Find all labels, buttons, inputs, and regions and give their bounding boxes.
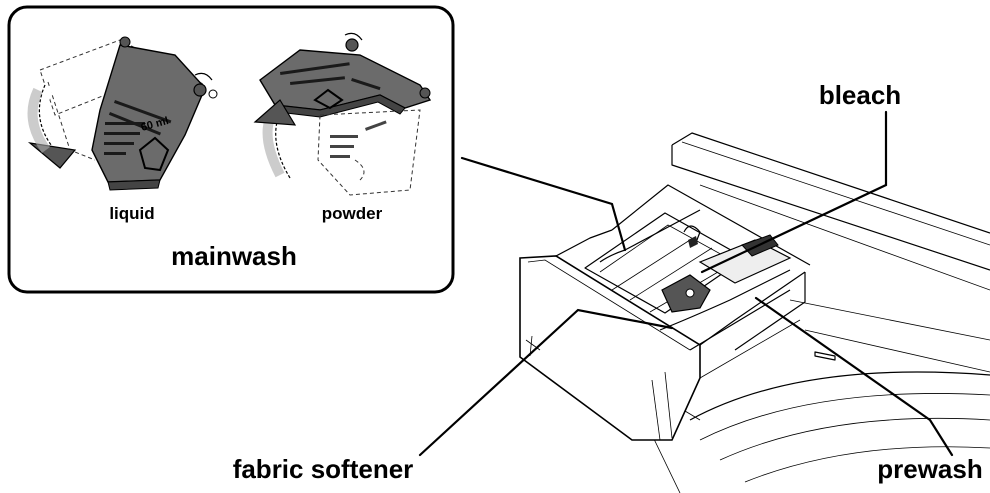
drawer-front (519, 255, 701, 441)
leader-lines (418, 110, 954, 457)
mainwash-inset-panel: 60 ml (7, 5, 455, 294)
fabric-softener-label: fabric softener (233, 454, 414, 484)
liquid-flap-illustration: 60 ml (27, 36, 218, 191)
prewash-label: prewash (877, 454, 983, 484)
bleach-label: bleach (819, 80, 901, 110)
liquid-label: liquid (109, 204, 154, 223)
rotate-up-arrow-icon (253, 99, 297, 126)
mainwash-title: mainwash (171, 241, 297, 271)
powder-label: powder (322, 204, 383, 223)
detergent-drawer-illustration (519, 184, 811, 441)
washing-machine-illustration (639, 132, 990, 493)
powder-flap-illustration (253, 32, 432, 196)
